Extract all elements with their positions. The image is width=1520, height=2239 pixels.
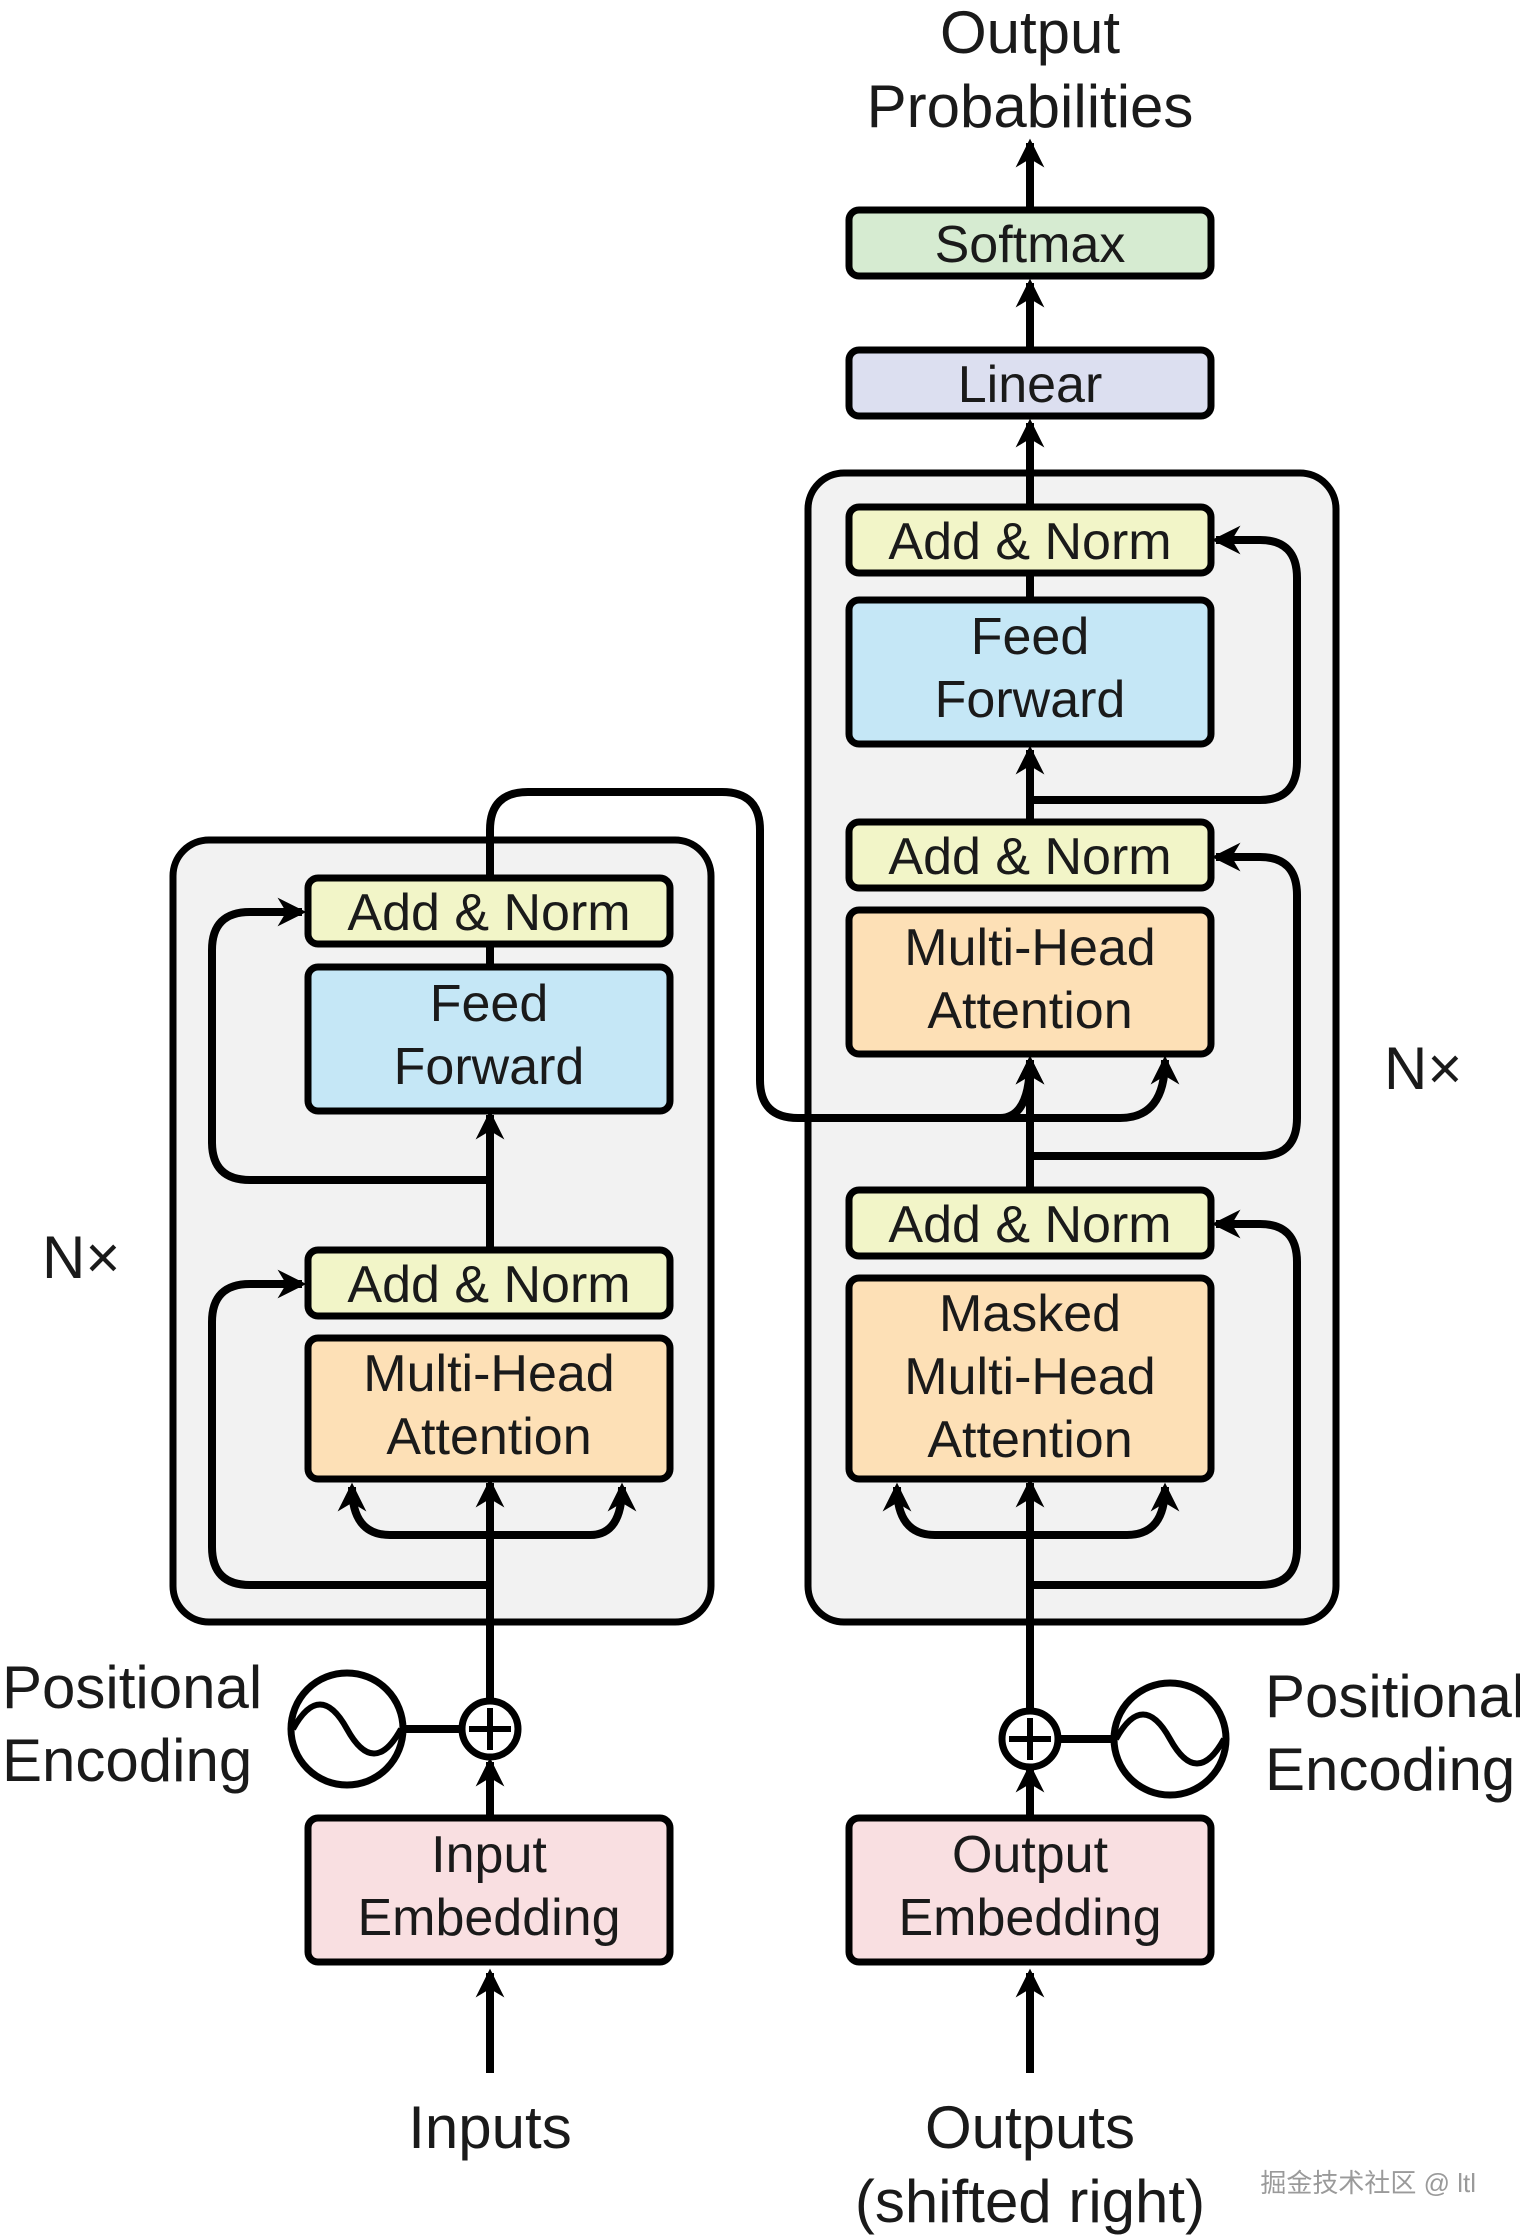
svg-text:Add & Norm: Add & Norm — [888, 513, 1171, 571]
svg-text:Feed: Feed — [971, 608, 1090, 666]
output-embedding: Output Embedding — [845, 1814, 1215, 1966]
encoder-positional-encoding-label-line1: Positional — [2, 1654, 262, 1721]
decoder-masked-multi-head-attention: Masked Multi-Head Attention — [845, 1274, 1215, 1483]
linear-layer: Linear — [845, 346, 1215, 420]
decoder-add-norm-bottom: Add & Norm — [845, 1186, 1215, 1260]
svg-text:Attention: Attention — [927, 1411, 1132, 1469]
svg-text:Multi-Head: Multi-Head — [363, 1345, 614, 1403]
watermark: 掘金技术社区 @ ltl — [1260, 2168, 1476, 2198]
svg-text:Forward: Forward — [394, 1038, 585, 1096]
decoder-add-norm-middle: Add & Norm — [845, 818, 1215, 892]
decoder-plus-node — [998, 1707, 1113, 1771]
input-embedding: Input Embedding — [304, 1814, 674, 1966]
svg-text:Forward: Forward — [935, 671, 1126, 729]
decoder-positional-encoding-label-line2: Encoding — [1265, 1736, 1515, 1803]
encoder-plus-node — [405, 1697, 522, 1761]
decoder-positional-encoding-label-line1: Positional — [1265, 1663, 1520, 1730]
svg-text:Multi-Head: Multi-Head — [904, 919, 1155, 977]
decoder-feed-forward: Feed Forward — [845, 596, 1215, 748]
svg-text:Attention: Attention — [386, 1408, 591, 1466]
decoder-positional-encoding-icon — [1110, 1679, 1230, 1799]
encoder-multi-head-attention: Multi-Head Attention — [304, 1334, 674, 1483]
encoder-nx-label: N× — [42, 1224, 120, 1291]
encoder-add-norm-bottom: Add & Norm — [304, 1246, 674, 1320]
outputs-label-line1: Outputs — [925, 2094, 1135, 2161]
encoder-positional-encoding-label-line2: Encoding — [2, 1727, 252, 1794]
svg-text:Masked: Masked — [939, 1285, 1121, 1343]
decoder-nx-label: N× — [1384, 1035, 1462, 1102]
inputs-label: Inputs — [408, 2094, 571, 2161]
decoder-multi-head-attention: Multi-Head Attention — [845, 906, 1215, 1058]
output-probabilities-label-line2: Probabilities — [867, 73, 1194, 140]
softmax-layer: Softmax — [845, 206, 1215, 280]
svg-text:Attention: Attention — [927, 982, 1132, 1040]
svg-text:Softmax: Softmax — [935, 216, 1126, 274]
svg-text:Add & Norm: Add & Norm — [888, 1196, 1171, 1254]
output-probabilities-label-line1: Output — [940, 0, 1120, 66]
svg-text:Add & Norm: Add & Norm — [347, 884, 630, 942]
encoder-positional-encoding-icon — [287, 1669, 407, 1789]
svg-text:Feed: Feed — [430, 975, 549, 1033]
svg-text:Embedding: Embedding — [898, 1889, 1161, 1947]
svg-text:Linear: Linear — [958, 356, 1103, 414]
svg-text:Input: Input — [431, 1826, 547, 1884]
decoder-add-norm-top: Add & Norm — [845, 503, 1215, 577]
svg-text:Add & Norm: Add & Norm — [888, 828, 1171, 886]
svg-text:Add & Norm: Add & Norm — [347, 1256, 630, 1314]
svg-text:Embedding: Embedding — [357, 1889, 620, 1947]
svg-text:Multi-Head: Multi-Head — [904, 1348, 1155, 1406]
outputs-label-line2: (shifted right) — [855, 2168, 1205, 2235]
encoder-feed-forward: Feed Forward — [304, 963, 674, 1115]
encoder-stack — [169, 836, 715, 1626]
svg-text:Output: Output — [952, 1826, 1109, 1884]
encoder-add-norm-top: Add & Norm — [304, 874, 674, 948]
decoder-connectors — [882, 138, 1301, 2073]
